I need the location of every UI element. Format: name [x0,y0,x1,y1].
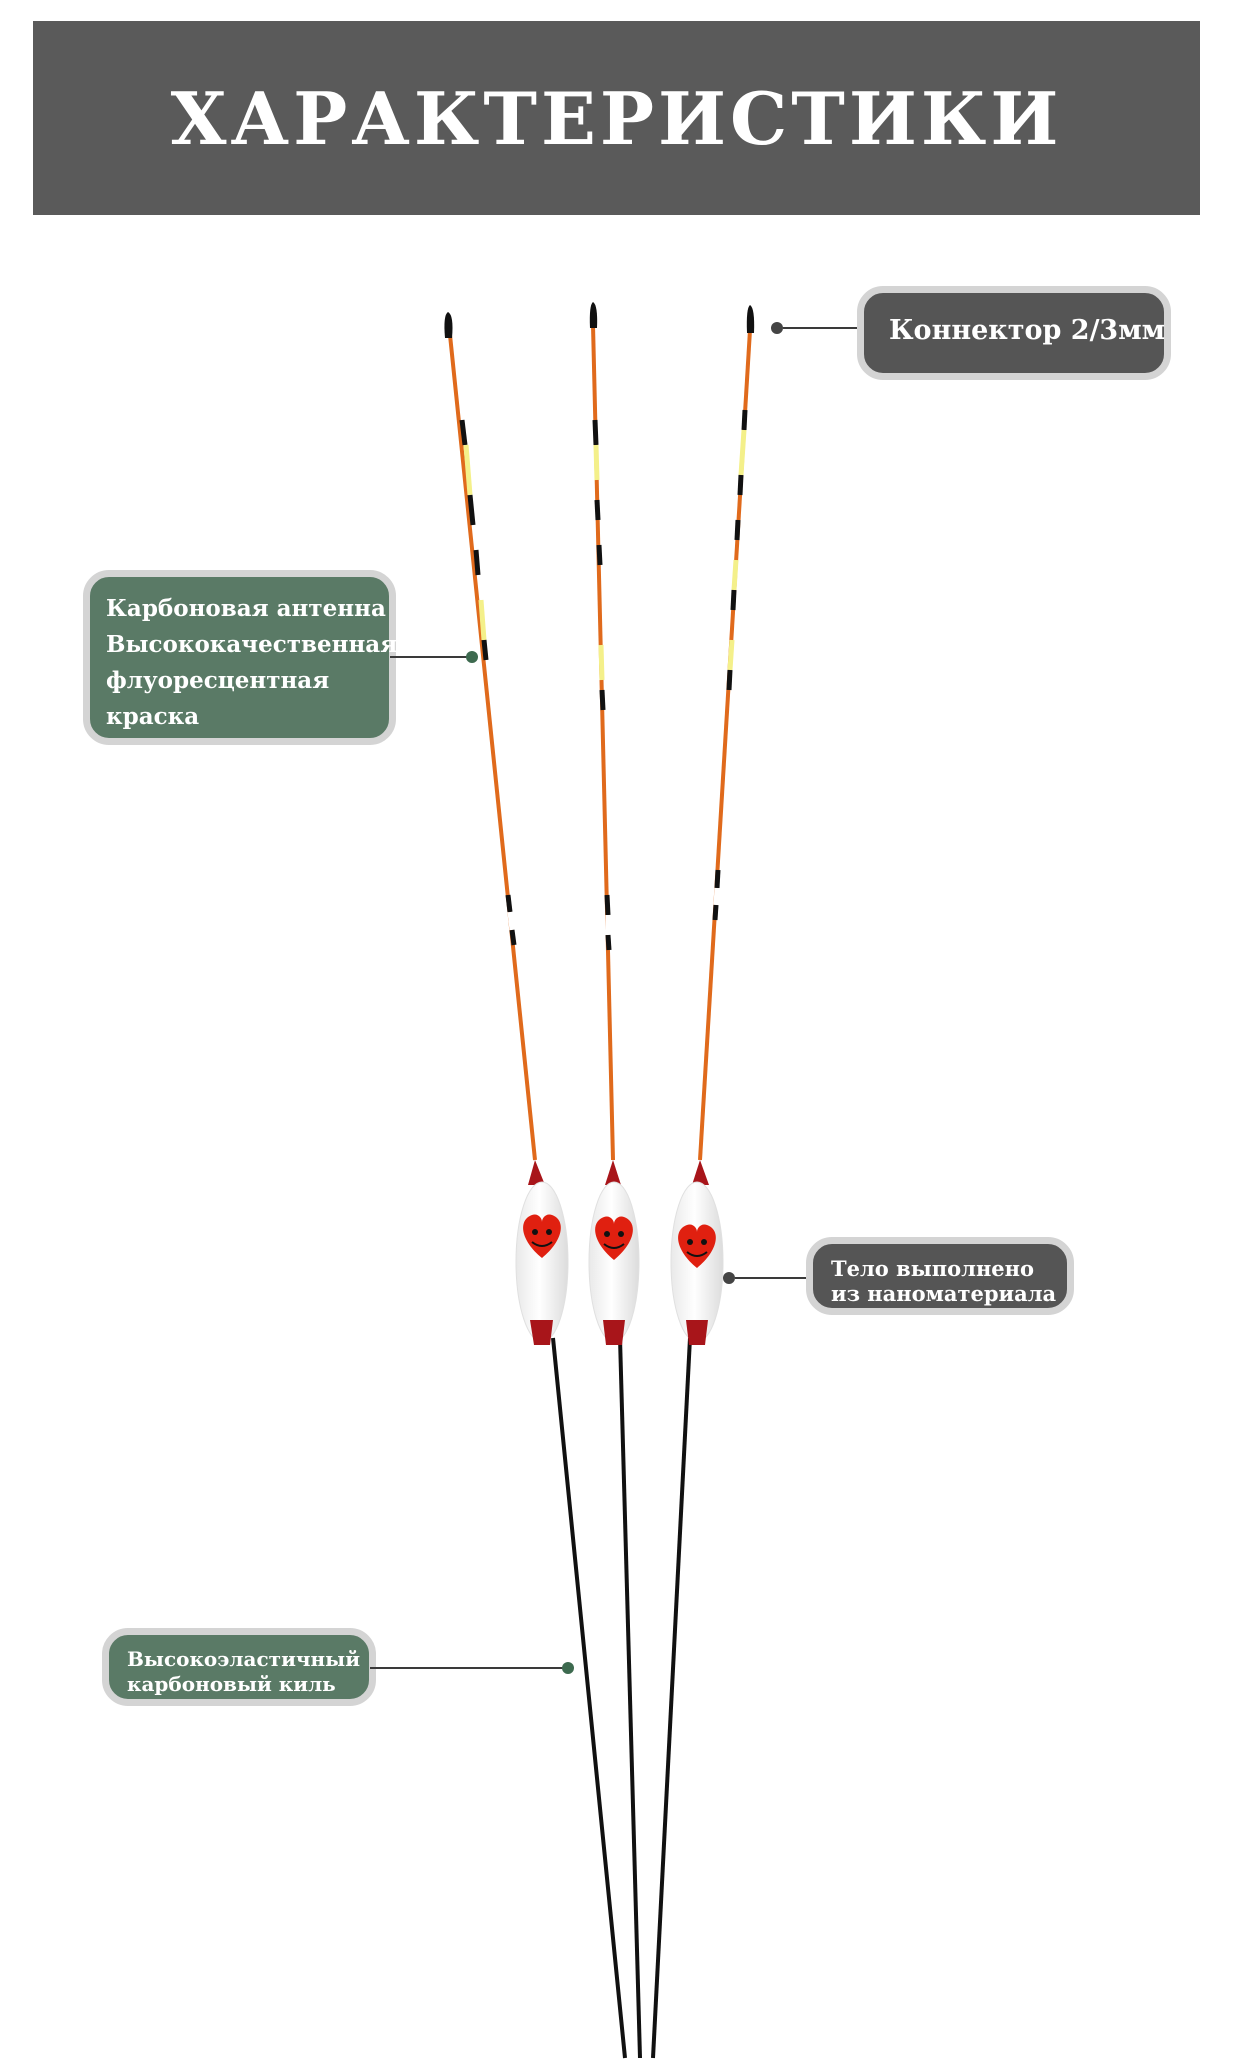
float-right [651,305,755,2059]
keel-pointer-dot [562,1662,574,1674]
page-title: ХАРАКТЕРИСТИКИ [170,75,1063,161]
body-callout-line-1: Тело выполнено [831,1256,1035,1281]
antenna-pointer-line [390,656,470,658]
red-heart-face-icon [678,1224,716,1268]
keel-callout-line-2: карбоновый киль [127,1672,336,1696]
body-pointer-dot [723,1272,735,1284]
float-center-tip [589,302,598,328]
connector-pointer-line [783,327,863,329]
keel-pointer-line [370,1667,566,1669]
antenna-callout-line-4: краска [106,703,200,730]
red-heart-face-icon [523,1214,561,1258]
float-left-antenna [448,334,537,1161]
antenna-callout-line-3: флуоресцентная [106,667,330,694]
float-left-keel [551,1337,627,2059]
float-right-body [670,1160,724,1345]
float-right-tip [746,305,755,333]
float-center-body [588,1160,640,1345]
keel-callout-line-1: Высокоэластичный [127,1647,361,1671]
float-left-body [515,1160,569,1345]
connector-callout-text: Коннектор 2/3мм [889,315,1166,346]
float-left [444,312,627,2059]
antenna-callout-line-1: Карбоновая антенна [106,595,386,622]
body-pointer-line [735,1277,813,1279]
body-callout-line-2: из наноматериала [831,1281,1057,1306]
body-callout: Тело выполнено из наноматериала [806,1237,1074,1315]
float-center [588,302,642,2059]
float-center-keel [618,1337,642,2059]
header-banner: ХАРАКТЕРИСТИКИ [33,21,1200,215]
antenna-callout-line-2: Высококачественная [106,631,398,658]
connector-callout: Коннектор 2/3мм [857,286,1171,380]
float-center-antenna [591,324,615,1161]
antenna-callout: Карбоновая антенна Высококачественная фл… [83,570,398,745]
antenna-pointer-dot [466,651,478,663]
keel-callout: Высокоэластичный карбоновый киль [102,1628,376,1706]
connector-pointer-dot [771,322,783,334]
float-left-tip [444,312,453,338]
red-heart-face-icon [595,1216,633,1260]
float-right-keel [651,1337,692,2059]
float-right-antenna [698,329,752,1161]
